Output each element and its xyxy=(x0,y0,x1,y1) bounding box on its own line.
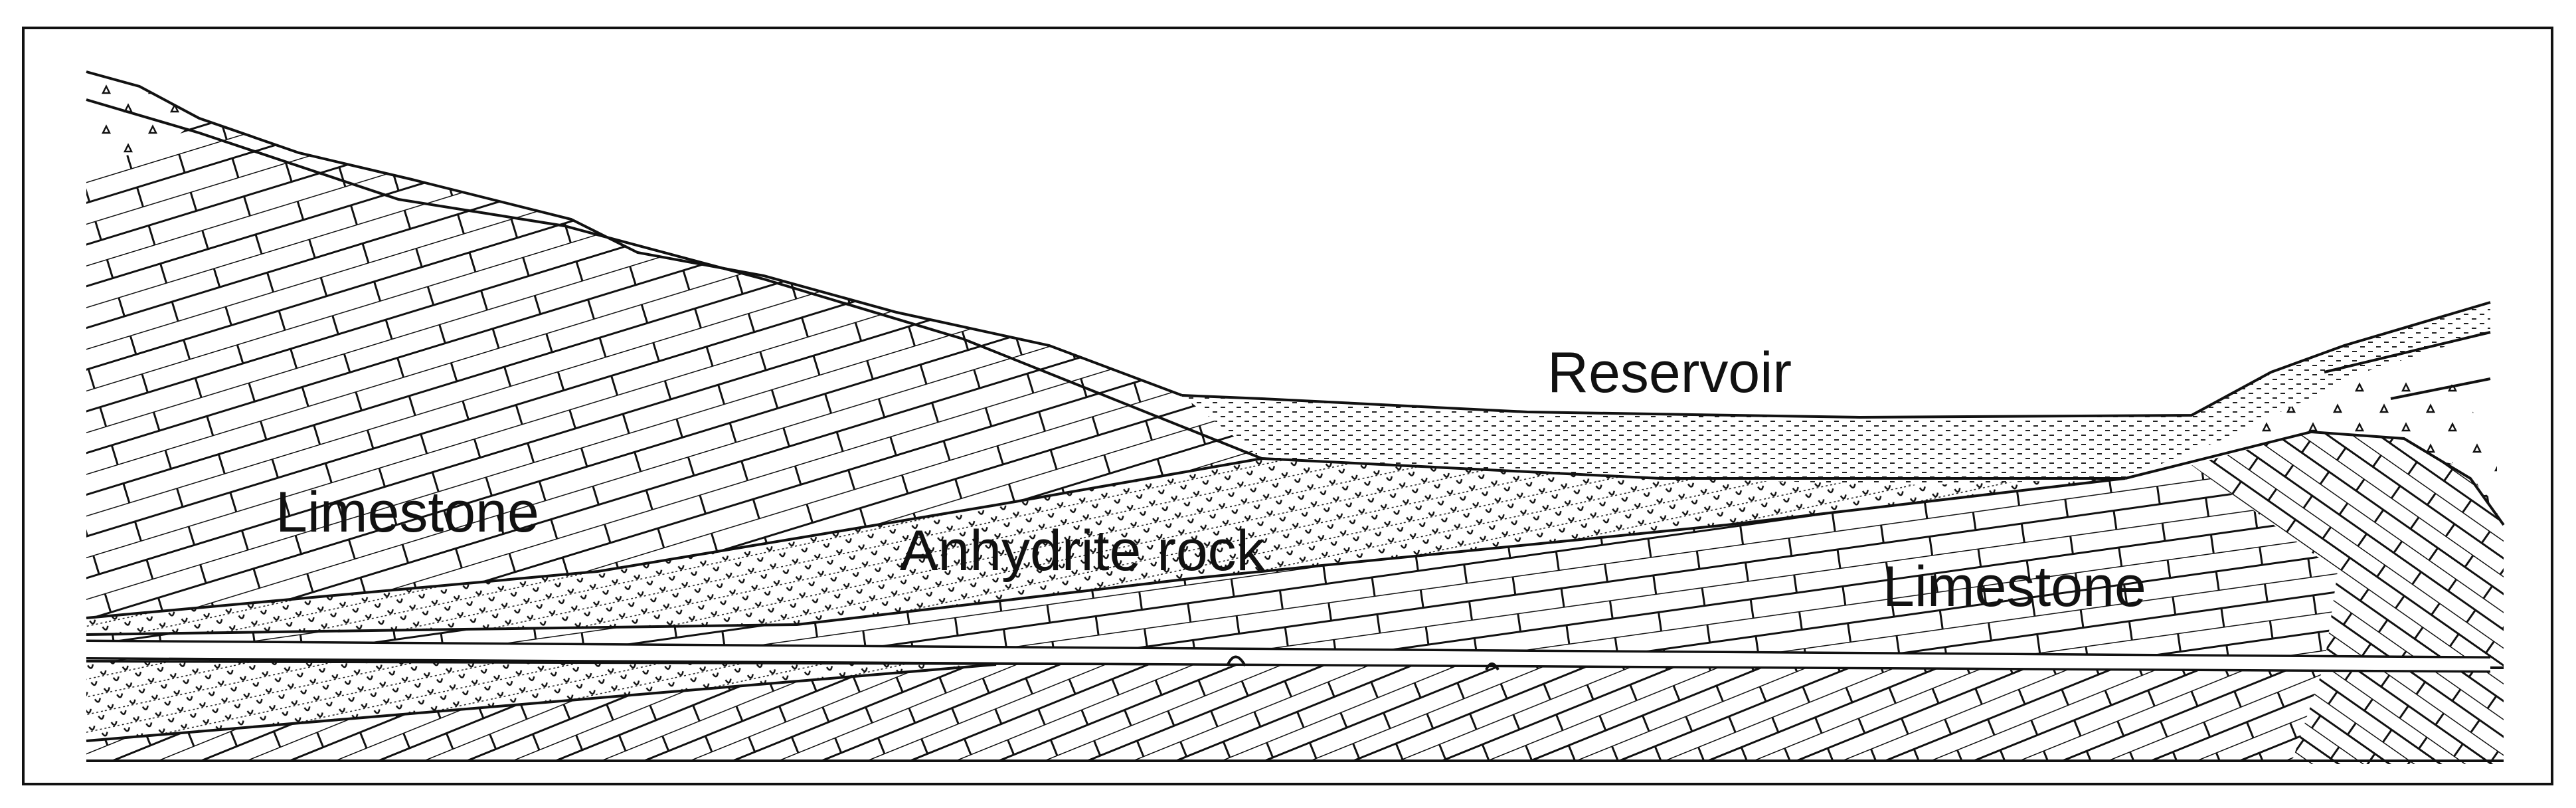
label-limestone-right: Limestone xyxy=(1883,555,2146,619)
talus-right xyxy=(2225,372,2497,505)
tunnel xyxy=(86,639,2491,673)
reservoir-sediment xyxy=(1182,302,2490,485)
talus-cap xyxy=(86,72,199,169)
limestone-fold xyxy=(2191,432,2504,764)
label-limestone-left: Limestone xyxy=(276,480,539,544)
limestone-left-mass xyxy=(86,72,1262,618)
anhydrite-wedge xyxy=(86,458,2125,635)
label-reservoir: Reservoir xyxy=(1547,341,1792,405)
label-anhydrite-rock: Anhydrite rock xyxy=(900,519,1266,583)
